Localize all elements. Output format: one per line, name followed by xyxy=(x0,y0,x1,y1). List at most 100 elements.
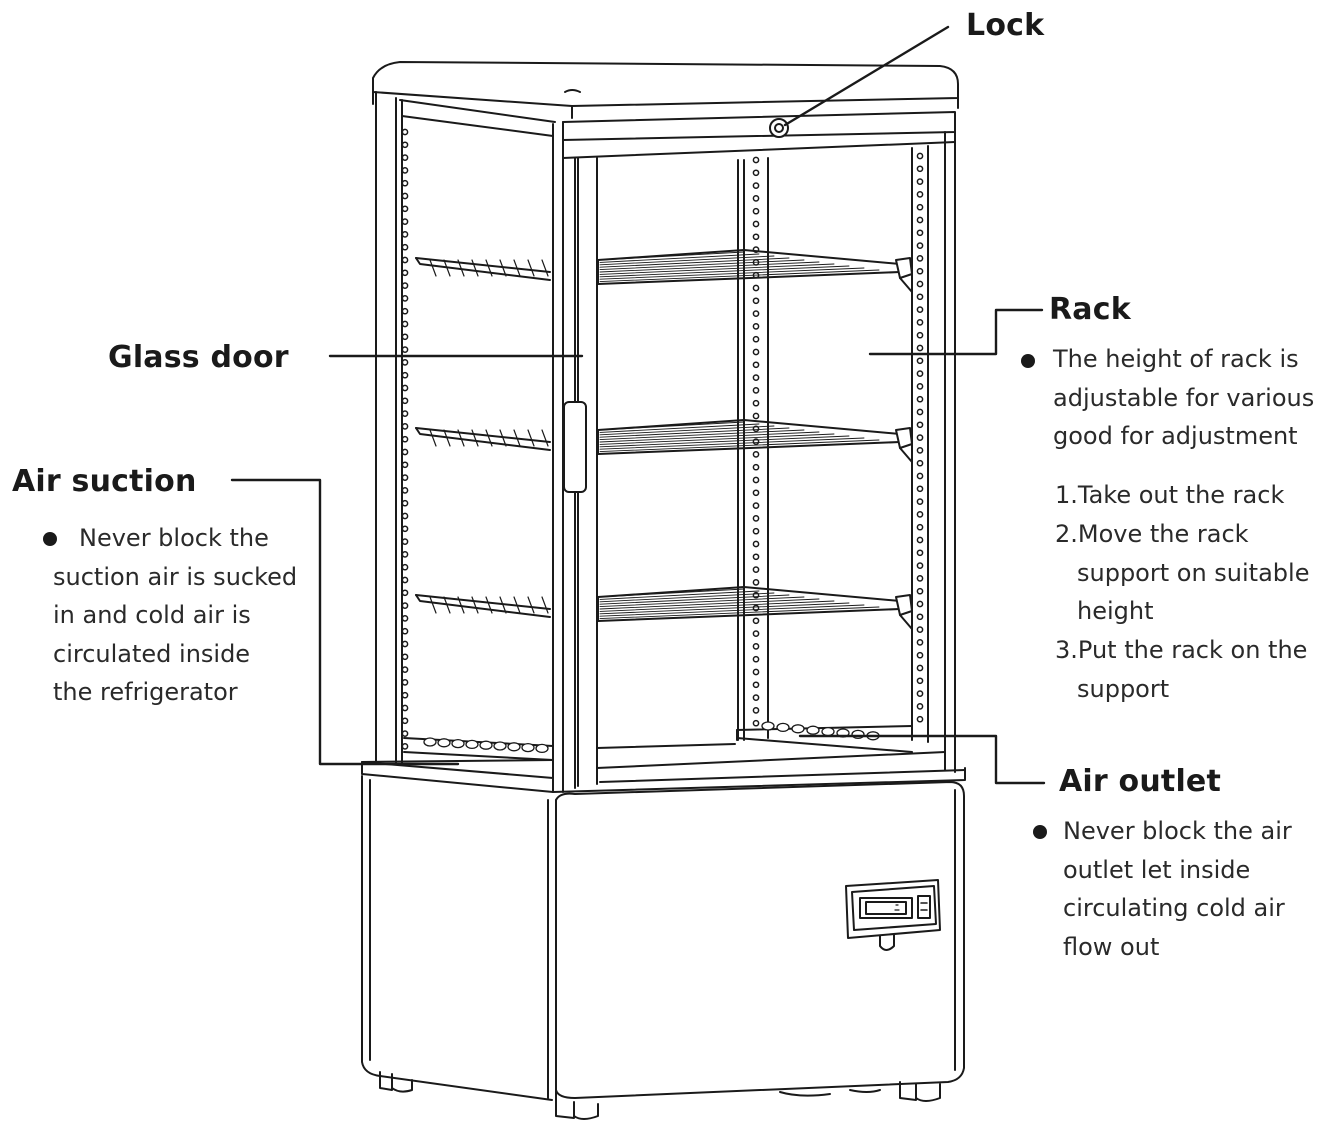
perforation-hole xyxy=(916,472,924,480)
perforation-hole xyxy=(916,511,924,518)
air-outlet-desc-line: Never block the air xyxy=(1063,817,1292,845)
rack-shelf xyxy=(415,586,913,630)
air-suction-desc-line: suction air is sucked xyxy=(53,562,298,591)
perforation-hole xyxy=(916,383,924,390)
perforation-hole xyxy=(752,553,760,561)
top-lid xyxy=(372,61,959,119)
perforation-hole xyxy=(401,218,409,225)
left-frame xyxy=(375,91,556,771)
rack-step: 1.Take out the rack xyxy=(1055,476,1309,515)
perforation-hole xyxy=(916,600,924,608)
perforation-hole xyxy=(401,691,409,699)
perforation-hole xyxy=(916,331,924,339)
door-handle[interactable] xyxy=(563,401,587,493)
perforation-hole xyxy=(401,307,409,315)
perforation-hole xyxy=(752,579,760,586)
perforation-hole xyxy=(401,563,409,571)
perforation-hole xyxy=(401,666,409,673)
perforation-hole xyxy=(401,282,409,289)
perforation-hole xyxy=(401,743,409,750)
perforation-hole xyxy=(401,525,409,533)
right-perforation-strip xyxy=(916,152,924,723)
perforation-hole xyxy=(401,538,409,545)
rack-step-text: 2.Move the rack xyxy=(1055,519,1249,548)
perforation-hole xyxy=(916,690,924,697)
racks xyxy=(415,249,913,630)
perforation-hole xyxy=(916,319,924,326)
air-suction-description: Never block the suction air is sucked in… xyxy=(43,519,298,712)
temperature-control-panel[interactable] xyxy=(845,879,941,951)
perforation-hole xyxy=(752,387,760,394)
perforation-hole xyxy=(401,141,409,149)
perforation-hole xyxy=(916,447,924,454)
perforation-hole xyxy=(752,284,760,292)
perforation-hole xyxy=(401,435,409,443)
perforation-hole xyxy=(401,167,409,174)
perforation-hole xyxy=(916,498,924,505)
air-outlet-desc-line: circulating cold air xyxy=(1063,894,1285,922)
perforation-hole xyxy=(916,421,924,429)
perforation-hole xyxy=(752,182,760,189)
perforation-hole xyxy=(916,152,924,160)
rack-desc-line: The height of rack is xyxy=(1053,345,1299,373)
perforation-hole xyxy=(752,707,760,714)
perforation-hole xyxy=(916,267,924,275)
perforation-hole xyxy=(916,485,924,493)
perforation-hole xyxy=(916,344,924,352)
rack-shelf xyxy=(415,419,913,463)
perforation-hole xyxy=(401,397,409,405)
rack-description: The height of rack is adjustable for var… xyxy=(1021,340,1314,456)
lock-leader-line xyxy=(783,25,950,127)
perforation-hole xyxy=(752,630,760,637)
perforation-hole xyxy=(916,370,924,377)
perforation-hole xyxy=(401,205,409,213)
air-suction-desc-line: circulated inside xyxy=(53,639,251,668)
perforation-hole xyxy=(752,489,760,497)
perforation-hole xyxy=(752,502,760,509)
perforation-hole xyxy=(401,231,409,238)
perforation-hole xyxy=(752,476,760,484)
rack-step-text: 3.Put the rack on the xyxy=(1055,636,1308,665)
perforation-hole xyxy=(916,434,924,441)
perforation-hole xyxy=(916,255,924,262)
perforation-hole xyxy=(401,461,409,469)
perforation-hole xyxy=(401,717,409,725)
air-outlet-description: Never block the air outlet let inside ci… xyxy=(1033,812,1292,966)
perforation-hole xyxy=(752,207,760,215)
lock-icon xyxy=(769,118,789,138)
rack-step-text: support xyxy=(1077,674,1170,703)
perforation-hole xyxy=(752,323,760,330)
perforation-hole xyxy=(401,551,409,558)
perforation-hole xyxy=(401,653,409,661)
perforation-hole xyxy=(401,371,409,379)
perforation-hole xyxy=(916,395,924,403)
rack-step: 2.Move the rack support on suitable heig… xyxy=(1055,515,1309,631)
perforation-hole xyxy=(916,165,924,173)
feet xyxy=(379,1071,941,1120)
perforation-hole xyxy=(916,242,924,249)
perforation-hole xyxy=(401,679,409,686)
perforation-hole xyxy=(401,154,409,161)
perforation-hole xyxy=(401,589,409,597)
perforation-hole xyxy=(916,408,924,416)
perforation-hole xyxy=(916,626,924,633)
perforation-hole xyxy=(752,361,760,369)
perforation-hole xyxy=(401,512,409,520)
perforation-hole xyxy=(401,384,409,392)
rack-step: 3.Put the rack on the support xyxy=(1055,631,1309,709)
perforation-hole xyxy=(752,681,760,689)
lock-label: Lock xyxy=(966,8,1045,43)
perforation-hole xyxy=(916,203,924,211)
glass-door-label: Glass door xyxy=(108,340,289,375)
perforation-hole xyxy=(752,719,760,727)
perforation-hole xyxy=(752,643,760,650)
perforation-hole xyxy=(752,527,760,535)
rack-step-text: support on suitable xyxy=(1077,558,1310,587)
rack-shelf xyxy=(415,249,913,293)
perforation-hole xyxy=(401,602,409,609)
perforation-hole xyxy=(401,359,409,366)
perforation-hole xyxy=(752,348,760,356)
perforation-hole xyxy=(401,474,409,481)
perforation-hole xyxy=(401,499,409,507)
